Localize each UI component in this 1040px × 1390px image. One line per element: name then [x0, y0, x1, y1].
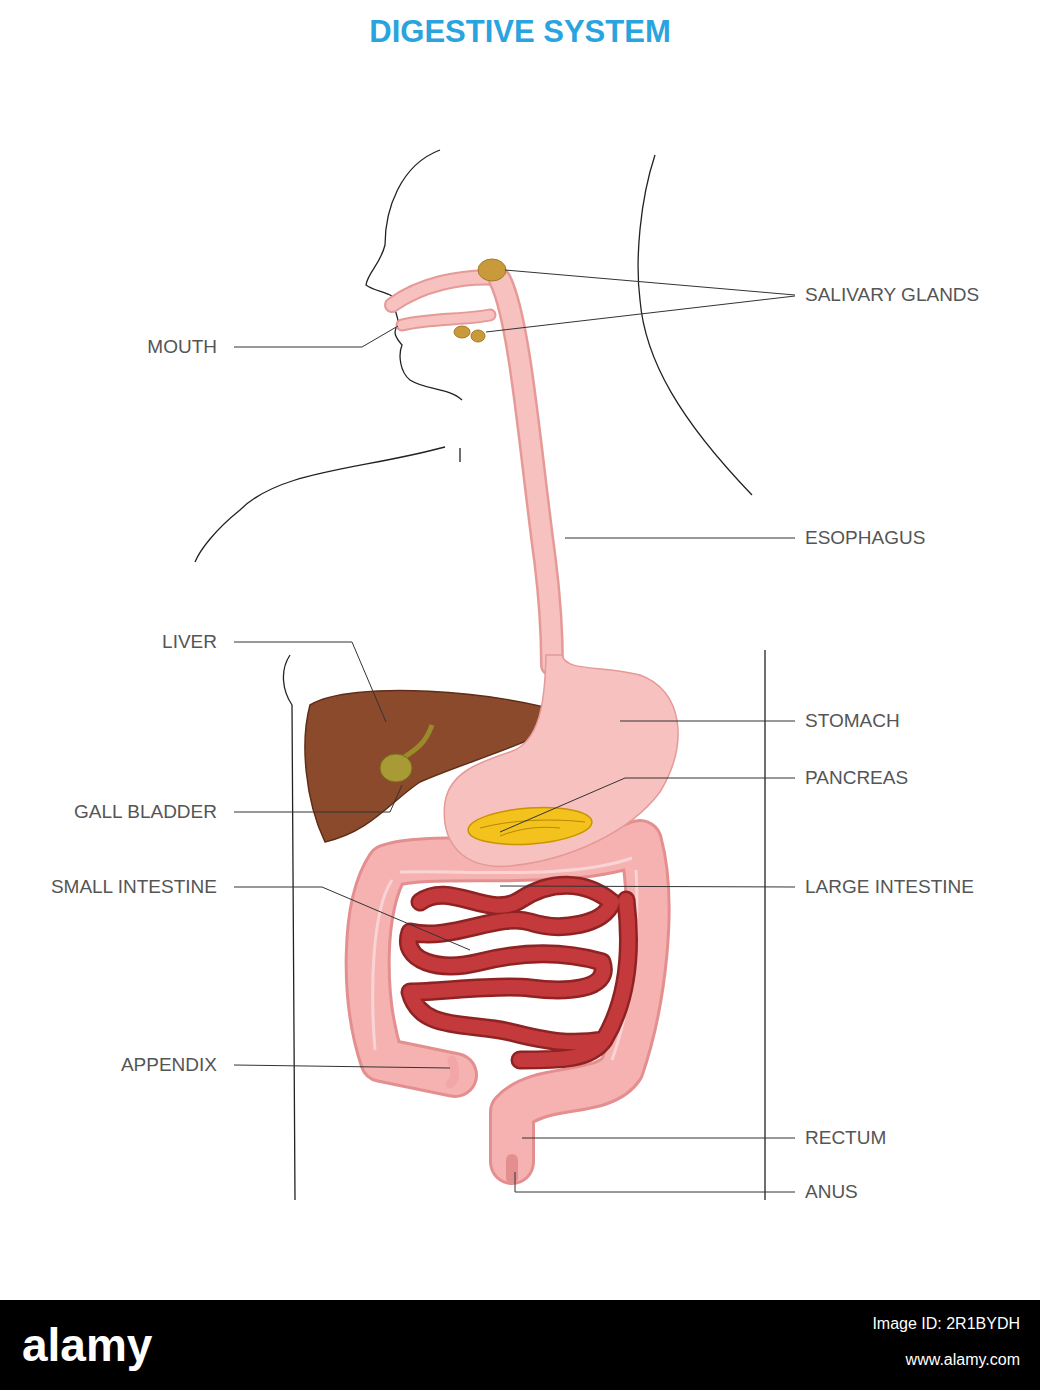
pancreas [467, 804, 593, 849]
body-outline [195, 150, 765, 1200]
part-label: LARGE INTESTINE [805, 875, 974, 899]
large-intestine [368, 842, 648, 1178]
salivary-glands [454, 259, 506, 342]
esophagus [500, 280, 552, 665]
diagram-title: DIGESTIVE SYSTEM [0, 14, 1040, 50]
part-label: MOUTH [147, 335, 217, 359]
part-label: RECTUM [805, 1126, 886, 1150]
watermark-text: www.alamy.com [906, 1350, 1020, 1370]
oral-cavity [392, 277, 500, 325]
watermark-text: Image ID: 2R1BYDH [872, 1314, 1020, 1334]
appendix [450, 1060, 455, 1084]
gall-bladder [380, 725, 432, 782]
part-label: SALIVARY GLANDS [805, 283, 979, 307]
watermark-bar [0, 1300, 1040, 1390]
small-intestine [408, 885, 628, 1060]
part-label: PANCREAS [805, 766, 908, 790]
leader-lines [234, 270, 795, 1192]
part-label: SMALL INTESTINE [51, 875, 217, 899]
part-label: ESOPHAGUS [805, 526, 925, 550]
part-label: APPENDIX [121, 1053, 217, 1077]
stomach [444, 655, 678, 866]
watermark-text: alamy [22, 1316, 152, 1374]
part-label: STOMACH [805, 709, 900, 733]
part-label: GALL BLADDER [74, 800, 217, 824]
part-label: ANUS [805, 1180, 858, 1204]
part-label: LIVER [162, 630, 217, 654]
